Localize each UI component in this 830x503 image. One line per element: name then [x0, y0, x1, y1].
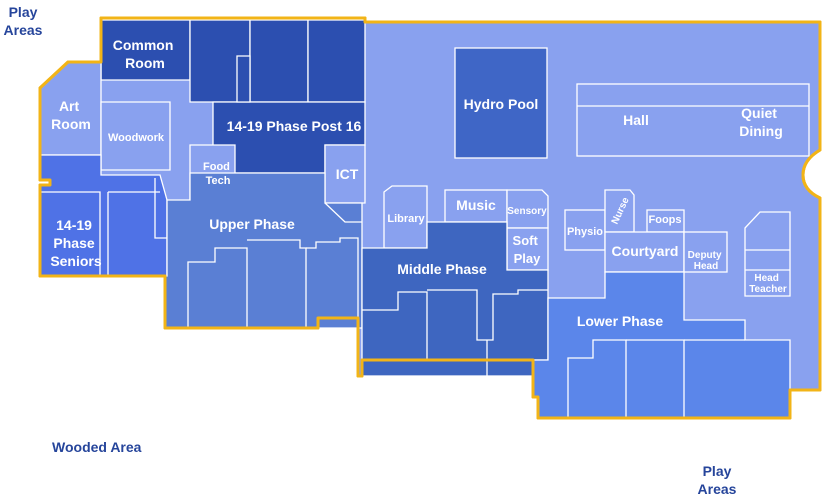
play-areas-top-line1: Play	[8, 4, 38, 20]
physio-label: Physio	[567, 226, 603, 238]
common-room-label: Common Room	[113, 37, 178, 71]
foops-label: Foops	[649, 214, 682, 226]
sensory-label: Sensory	[507, 206, 547, 217]
soft-play-area[interactable]	[506, 227, 549, 271]
play-areas-bottom-label: Play Areas	[694, 462, 740, 498]
deputy-head-label: Deputy Head	[688, 250, 725, 272]
post16-top-room-2[interactable]	[249, 19, 309, 103]
soft-play-label: Soft Play	[513, 233, 542, 266]
quiet-dining-label: Quiet Dining	[739, 105, 783, 139]
post16-tower[interactable]	[236, 55, 251, 103]
post16-top-room-3[interactable]	[307, 19, 366, 103]
ict-label: ICT	[336, 166, 359, 182]
middle-phase-lower-room[interactable]	[361, 359, 534, 377]
hydro-pool-area[interactable]	[454, 47, 548, 159]
hydro-pool-label: Hydro Pool	[464, 96, 539, 112]
play-areas-top-line2: Areas	[3, 22, 43, 38]
woodwork-label: Woodwork	[108, 132, 165, 144]
courtyard-label: Courtyard	[612, 243, 679, 259]
hall-label: Hall	[623, 112, 649, 128]
library-label: Library	[387, 213, 425, 225]
courtyard-area[interactable]	[604, 231, 685, 273]
building-border	[38, 16, 822, 420]
food-tech-label: Food Tech	[203, 161, 233, 187]
lower-phase-label: Lower Phase	[577, 313, 664, 329]
head-teacher-label: Head Teacher	[749, 273, 787, 295]
woodwork-area[interactable]	[100, 101, 171, 171]
art-room-label: Art Room	[51, 98, 91, 132]
upper-phase-label: Upper Phase	[209, 216, 295, 232]
middle-phase-label: Middle Phase	[397, 261, 487, 277]
deputy-head-area[interactable]	[683, 231, 728, 273]
post16-label: 14-19 Phase Post 16	[227, 118, 362, 134]
music-label: Music	[456, 197, 496, 213]
play-areas-top-label: Play Areas	[2, 3, 44, 39]
play-areas-bottom-line1: Play	[702, 463, 732, 479]
hall-area[interactable]	[576, 83, 810, 157]
seniors-label: 14-19 Phase Seniors	[50, 217, 102, 269]
physio-area[interactable]	[564, 209, 606, 251]
nurse-area[interactable]	[604, 189, 635, 233]
wooded-area-label: Wooded Area	[52, 439, 142, 455]
play-areas-bottom-line2: Areas	[697, 481, 737, 497]
library-area[interactable]	[383, 185, 428, 249]
head-teacher-area[interactable]	[744, 211, 791, 297]
